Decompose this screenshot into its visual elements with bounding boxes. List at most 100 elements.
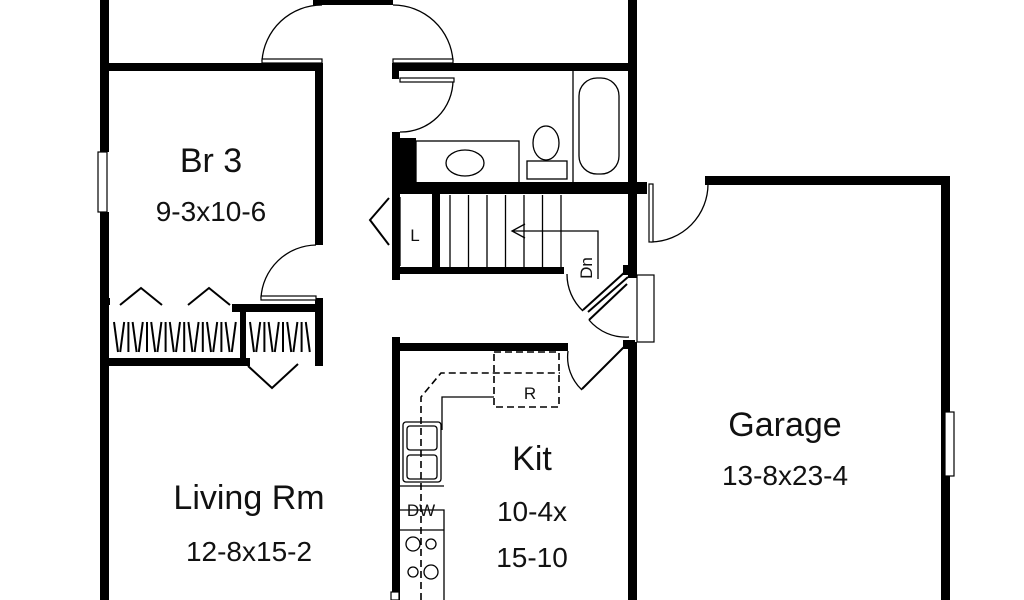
closet-hanger [304,321,311,353]
room-dims-kitchen-1: 10-4x [497,496,567,527]
window-br3 [97,151,108,213]
wall-kitchen-right [628,342,637,600]
room-dims-br3: 9-3x10-6 [156,196,267,227]
wall-closet-top-right [232,304,320,312]
toilet-tank [526,160,568,180]
wall-hall-right [392,132,400,280]
wall-bath-top [392,63,637,71]
room-dims-living: 12-8x15-2 [186,536,312,567]
kitchen-fixtures [390,351,560,600]
door-leaf-stairs [582,271,626,311]
closet-hanger [267,321,274,353]
door-leaf-kitchen [581,344,627,390]
wall-marker [390,591,400,600]
upper-cabinets-dashed [420,372,560,600]
burner-icon [405,536,421,552]
wall-garage-right [941,176,950,600]
closet-hanger [113,321,119,353]
stairs [399,195,599,279]
stair-arrow-line [513,230,599,279]
door-leaf-br3 [260,295,317,301]
door-swing-vestibule [588,319,630,338]
sink-icon [445,149,485,177]
closet-hanger [193,321,200,353]
door-swing-top-right [392,4,454,62]
wall-br3-top [100,63,322,71]
door-swing-garage [650,183,709,243]
bath-fixtures [415,71,620,184]
toilet-icon [532,125,560,161]
closet-hanger [292,321,299,353]
door-swing-bath [399,79,454,133]
wall-closet-divider [240,304,246,364]
wall-stub-kitchen [623,340,635,349]
wall-linen [432,194,440,274]
burner-icon [425,538,437,550]
closet-hanger [156,321,163,353]
closet-hanger [206,321,212,353]
bifold-closet-2 [187,286,231,306]
closet-hanger [187,321,194,353]
window-garage [944,411,955,477]
refrigerator [493,351,560,408]
labels: Br 3 9-3x10-6 Living Rm 12-8x15-2 Kit 10… [156,142,848,573]
sink-double-icon [402,421,442,483]
wall-left-lower [100,212,109,600]
wall-garage-top [705,176,950,185]
counter-lower-edge [400,509,445,600]
sink-bowl-1 [406,425,438,451]
door-leaf-top-left [261,58,323,64]
stairs-down-label: Dn [577,257,596,279]
wall-left-upper [100,0,109,152]
door-swing-kitchen [566,350,583,391]
windows [97,151,955,477]
room-dims-garage: 13-8x23-4 [722,460,848,491]
room-name-kitchen: Kit [512,440,552,478]
counter-upper-edge [441,396,494,430]
doors [119,4,709,391]
closet-hanger [212,321,219,353]
door-swing-stairs [566,273,584,312]
dishwasher-label: DW [407,501,435,520]
vanity [415,140,520,184]
closet-hanger [230,321,237,353]
bifold-linen [368,197,390,246]
door-leaf-garage [648,183,654,243]
room-name-br3: Br 3 [180,142,242,180]
sink-bowl-2 [406,454,438,480]
wall-kitchen-left [392,337,400,600]
burner-icon [423,564,439,580]
wall-closet-right [315,298,323,366]
bifold-closet-1 [119,286,163,306]
wall-kitchen-top [392,343,568,351]
closet-hanger [168,321,175,353]
room-dims-kitchen-2: 15-10 [496,542,568,573]
linen-label: L [410,226,419,245]
closet-hanger [119,321,126,353]
door-leaf-vestibule [588,283,628,321]
wall-br3-right [315,63,323,245]
burner-icon [407,566,419,578]
room-name-garage: Garage [728,406,841,444]
wall-top-stub [313,0,393,5]
closet-hanger [150,321,157,353]
closet-rods [113,321,311,353]
wall-stub-stairs [623,265,635,275]
refrigerator-label: R [524,384,536,403]
closet-hanger [137,321,144,353]
wall-right-top [628,0,637,70]
door-swing-top-left [261,4,323,62]
wall-bath-bottom [392,182,642,194]
door-frame-vestibule [636,274,655,343]
wall-garage-corner [635,182,647,194]
closet-hanger [286,321,293,353]
bifold-closet-3 [247,363,299,390]
wall-closet-bottom [100,358,250,366]
wall-hall-stub [392,63,399,79]
wall-stairs-bottom [392,267,564,274]
door-swing-br3 [260,244,317,299]
stair-arrow-head-icon [510,223,526,239]
closet-hanger [273,321,280,353]
closet-hanger [224,321,231,353]
wall-closet-top-left [100,298,110,305]
